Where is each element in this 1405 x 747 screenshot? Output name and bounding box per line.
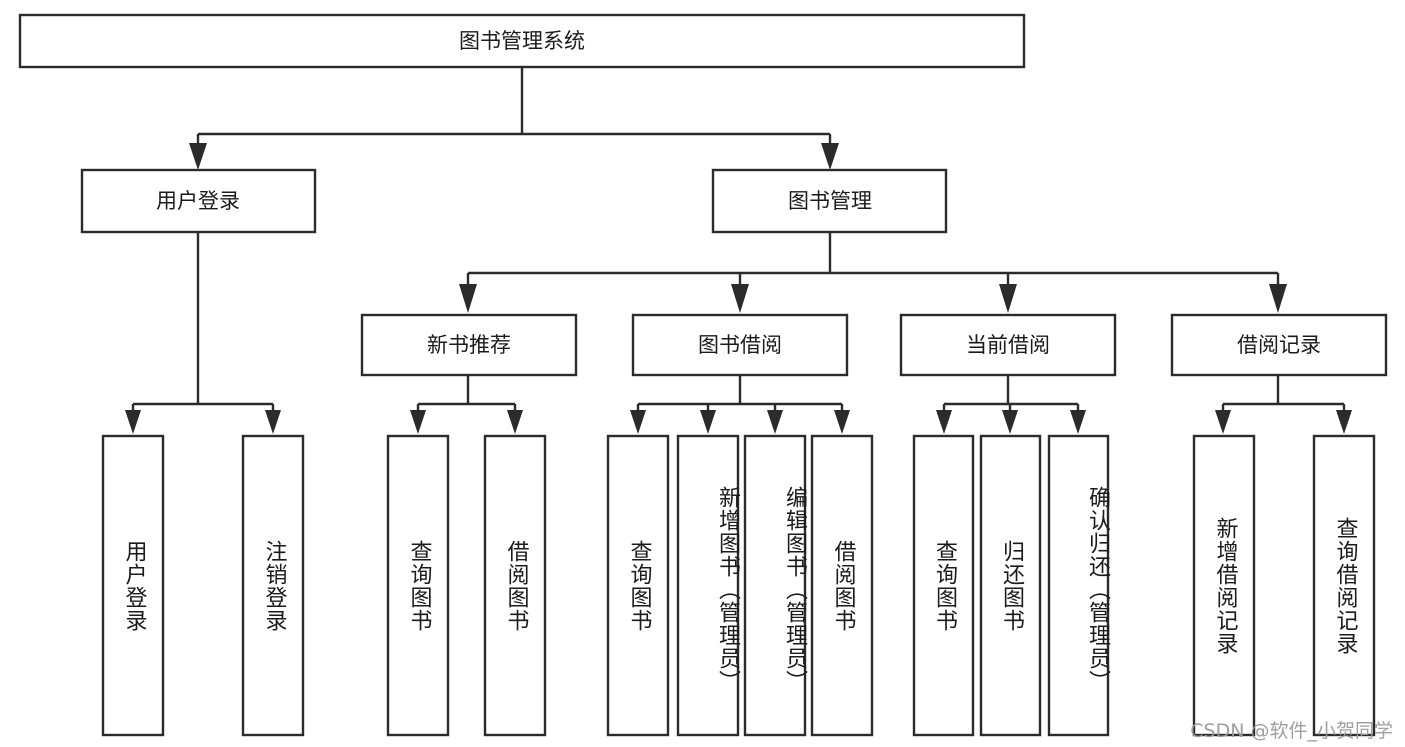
arrow-to-book-borrow [731,284,749,313]
node-leaf-edit-book-box[interactable] [743,434,807,737]
node-leaf-query-book-1-box[interactable] [386,434,450,737]
node-user-login-label: 用户登录 [156,189,240,213]
arrow-to-leaf-user-login [125,410,141,434]
arrow-root-to-book-manage [821,143,839,170]
node-leaf-query-book-3-box[interactable] [912,434,975,737]
node-leaf-user-logout-box[interactable] [241,434,305,737]
arrow-to-leaf-query-book-3 [936,410,952,434]
node-book-borrow-label: 图书借阅 [698,333,782,357]
node-new-book-recommend-box[interactable] [360,313,578,377]
arrow-to-current-borrow [999,284,1017,313]
node-leaf-user-login-box[interactable] [101,434,165,737]
arrow-to-leaf-query-book-1 [410,410,426,434]
node-leaf-borrow-book-1-box[interactable] [483,434,547,737]
node-book-borrow[interactable]: 图书借阅 [631,313,849,377]
node-leaf-query-book-2-box[interactable] [606,434,670,737]
node-current-borrow-label: 当前借阅 [966,333,1050,357]
arrow-root-to-user-login [189,143,207,170]
node-leaf-borrow-book-2-box[interactable] [810,434,874,737]
arrow-to-leaf-confirm-return [1070,410,1086,434]
node-borrow-record[interactable]: 借阅记录 [1170,313,1388,377]
node-borrow-record-box[interactable] [1170,313,1388,377]
node-new-book-recommend[interactable]: 新书推荐 [360,313,578,377]
node-leaf-add-book-box[interactable] [676,434,740,737]
node-root-box[interactable] [18,13,1026,69]
node-current-borrow-box[interactable] [899,313,1117,377]
node-current-borrow[interactable]: 当前借阅 [899,313,1117,377]
watermark-text: CSDN @软件_小贺同学 [1190,720,1393,742]
arrow-to-leaf-add-record [1215,410,1231,434]
arrow-to-borrow-record [1269,284,1287,313]
node-user-login-box[interactable] [80,168,317,234]
node-leaf-add-record-box[interactable] [1192,434,1256,737]
node-book-manage-label: 图书管理 [788,189,872,213]
arrow-to-leaf-edit-book [767,410,783,434]
arrow-to-leaf-borrow-book-1 [507,410,523,434]
arrow-to-leaf-user-logout [265,410,281,434]
arrow-to-leaf-query-book-2 [630,410,646,434]
arrow-to-leaf-return-book [1002,410,1018,434]
node-book-manage-box[interactable] [711,168,948,234]
connectors-group [125,67,1352,434]
node-leaf-query-record-box[interactable] [1312,434,1376,737]
node-root-label: 图书管理系统 [459,29,585,53]
node-root[interactable]: 图书管理系统 [18,13,1026,69]
node-leaf-return-book-box[interactable] [979,434,1042,737]
arrow-to-leaf-borrow-book-2 [834,410,850,434]
node-book-borrow-box[interactable] [631,313,849,377]
arrow-to-leaf-query-record [1336,410,1352,434]
arrow-to-leaf-add-book [700,410,716,434]
node-new-book-recommend-label: 新书推荐 [427,333,511,357]
node-borrow-record-label: 借阅记录 [1237,333,1321,357]
node-user-login[interactable]: 用户登录 [80,168,317,234]
node-leaf-confirm-return-box[interactable] [1047,434,1110,737]
arrow-to-new-book-recommend [459,284,477,313]
node-book-manage[interactable]: 图书管理 [711,168,948,234]
